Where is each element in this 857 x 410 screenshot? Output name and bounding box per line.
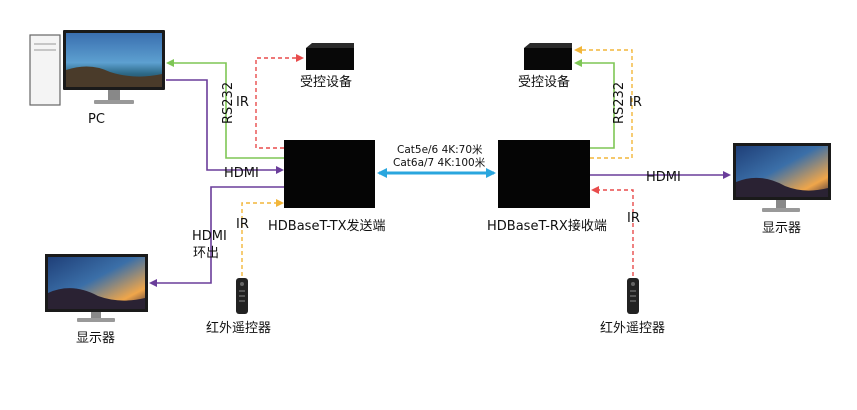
rs232-line-tx	[166, 59, 284, 159]
pc-label: PC	[88, 112, 105, 127]
display-loop	[45, 254, 148, 322]
hdmi-in-label: HDMI	[224, 166, 259, 181]
cable-spec-line2: Cat6a/7 4K:100米	[393, 156, 486, 169]
rs232-rx-label: RS232	[612, 82, 627, 124]
controlled-device-tx-label: 受控设备	[300, 74, 352, 90]
hdbaset-rx-box	[498, 140, 590, 208]
ir-line-rx-top	[574, 46, 633, 159]
remote-tx-label: 红外遥控器	[206, 320, 271, 336]
ir-rx-top-label: IR	[629, 95, 642, 110]
cable-spec-line1: Cat5e/6 4K:70米	[397, 143, 483, 156]
ir-rx-bottom-label: IR	[627, 211, 640, 226]
remote-rx-icon	[627, 278, 639, 314]
display-loop-label: 显示器	[76, 331, 115, 346]
controlled-device-rx	[524, 43, 572, 70]
hdbaset-tx-box	[284, 140, 375, 208]
ir-tx-bottom-label: IR	[236, 217, 249, 232]
rs232-line-rx	[574, 59, 615, 149]
ir-line-tx-top	[255, 54, 304, 149]
controlled-device-rx-label: 受控设备	[518, 74, 570, 90]
display-rx	[733, 143, 831, 212]
rs232-tx-label: RS232	[221, 82, 236, 124]
hdmi-loop-line	[149, 186, 284, 287]
pc-monitor	[63, 30, 165, 104]
remote-rx-label: 红外遥控器	[600, 320, 665, 336]
ir-tx-top-label: IR	[236, 95, 249, 110]
remote-tx-icon	[236, 278, 248, 314]
hdbaset-rx-label: HDBaseT-RX接收端	[487, 218, 607, 234]
hdbaset-tx-label: HDBaseT-TX发送端	[268, 218, 386, 234]
hdmi-loop-label-1: HDMI	[192, 229, 227, 244]
ir-line-tx-bottom	[241, 199, 284, 276]
ir-line-rx-bottom	[591, 186, 634, 276]
pc-tower	[29, 34, 61, 106]
hdmi-out-label: HDMI	[646, 170, 681, 185]
controlled-device-tx	[306, 43, 354, 70]
hdmi-loop-label-2: 环出	[193, 246, 219, 261]
hdmi-in-line	[166, 79, 284, 174]
display-rx-label: 显示器	[762, 221, 801, 236]
